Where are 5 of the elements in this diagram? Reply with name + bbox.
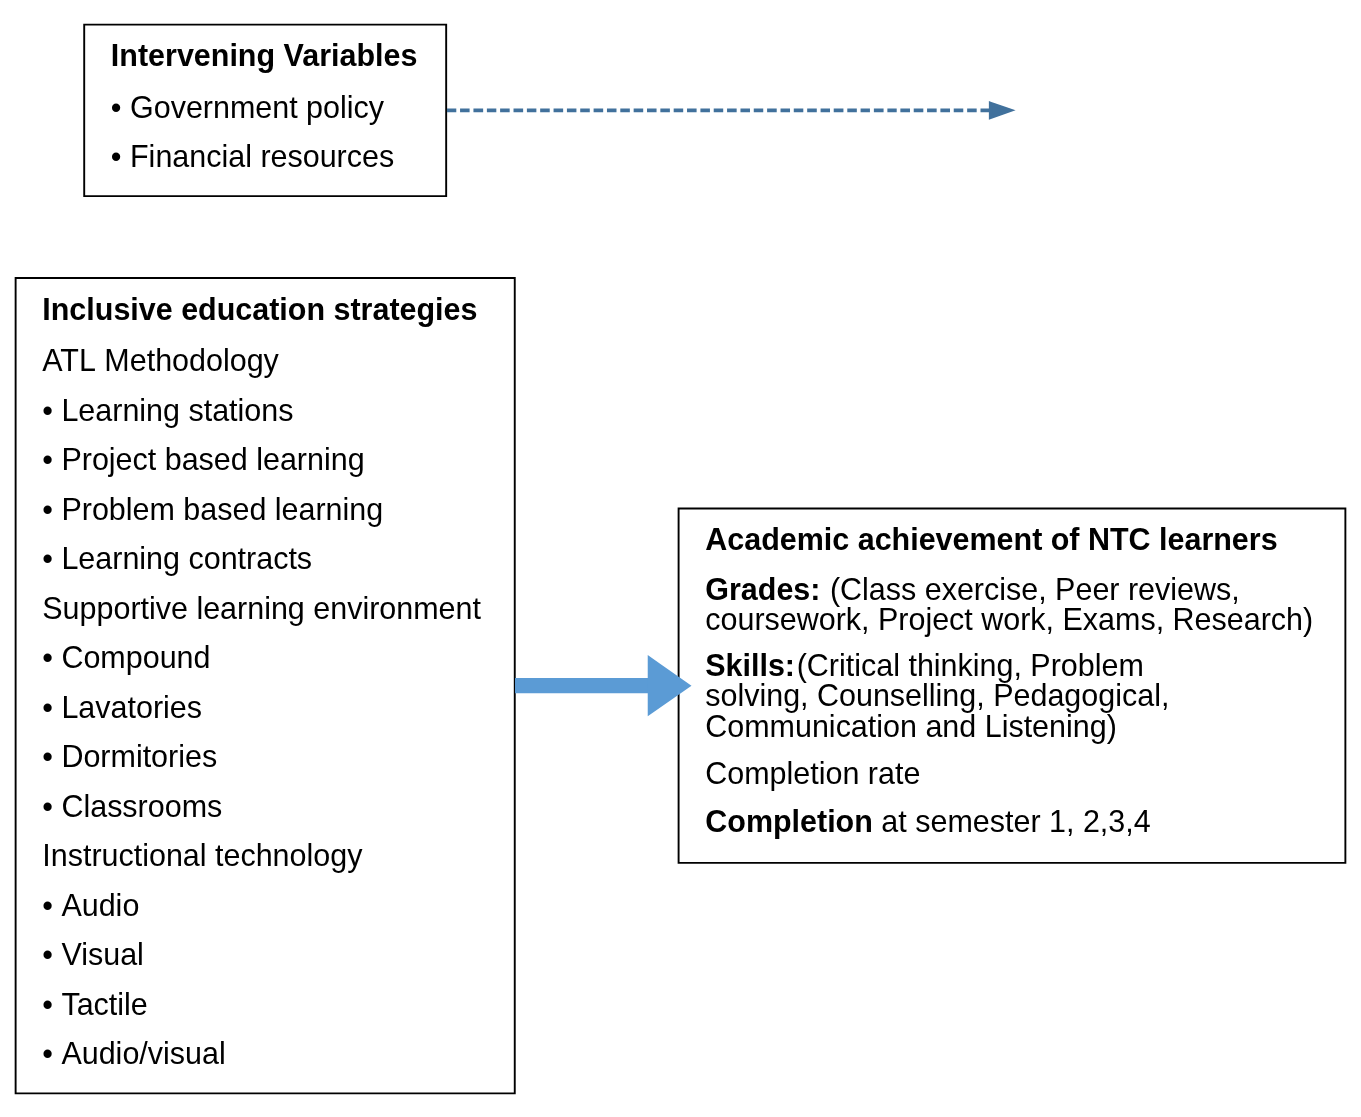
node-box: Inclusive education strategies ATL Methodology • Learning stations • Project based learning • Problem based learning • Learning contracts Supportive learning environment • Compound • Lavatories • Dormitories • Classrooms Instructional technology • Audio • Visual • Tactile • Audio/visual (14, 276, 516, 1094)
arrow (515, 654, 692, 716)
arrow (446, 100, 1016, 120)
node-box: Academic achievement of NTC learners Grades: (Class exercise, Peer reviews, coursework, Project work, Exams, Research) Skills:(Critical thinking, Problem solving, Counselling, Pedagogical, Communication and Listening) Completion rate Completion at semester 1, 2,3,4 (677, 507, 1347, 864)
node-box: Intervening Variables • Government policy • Financial resources (83, 23, 448, 197)
